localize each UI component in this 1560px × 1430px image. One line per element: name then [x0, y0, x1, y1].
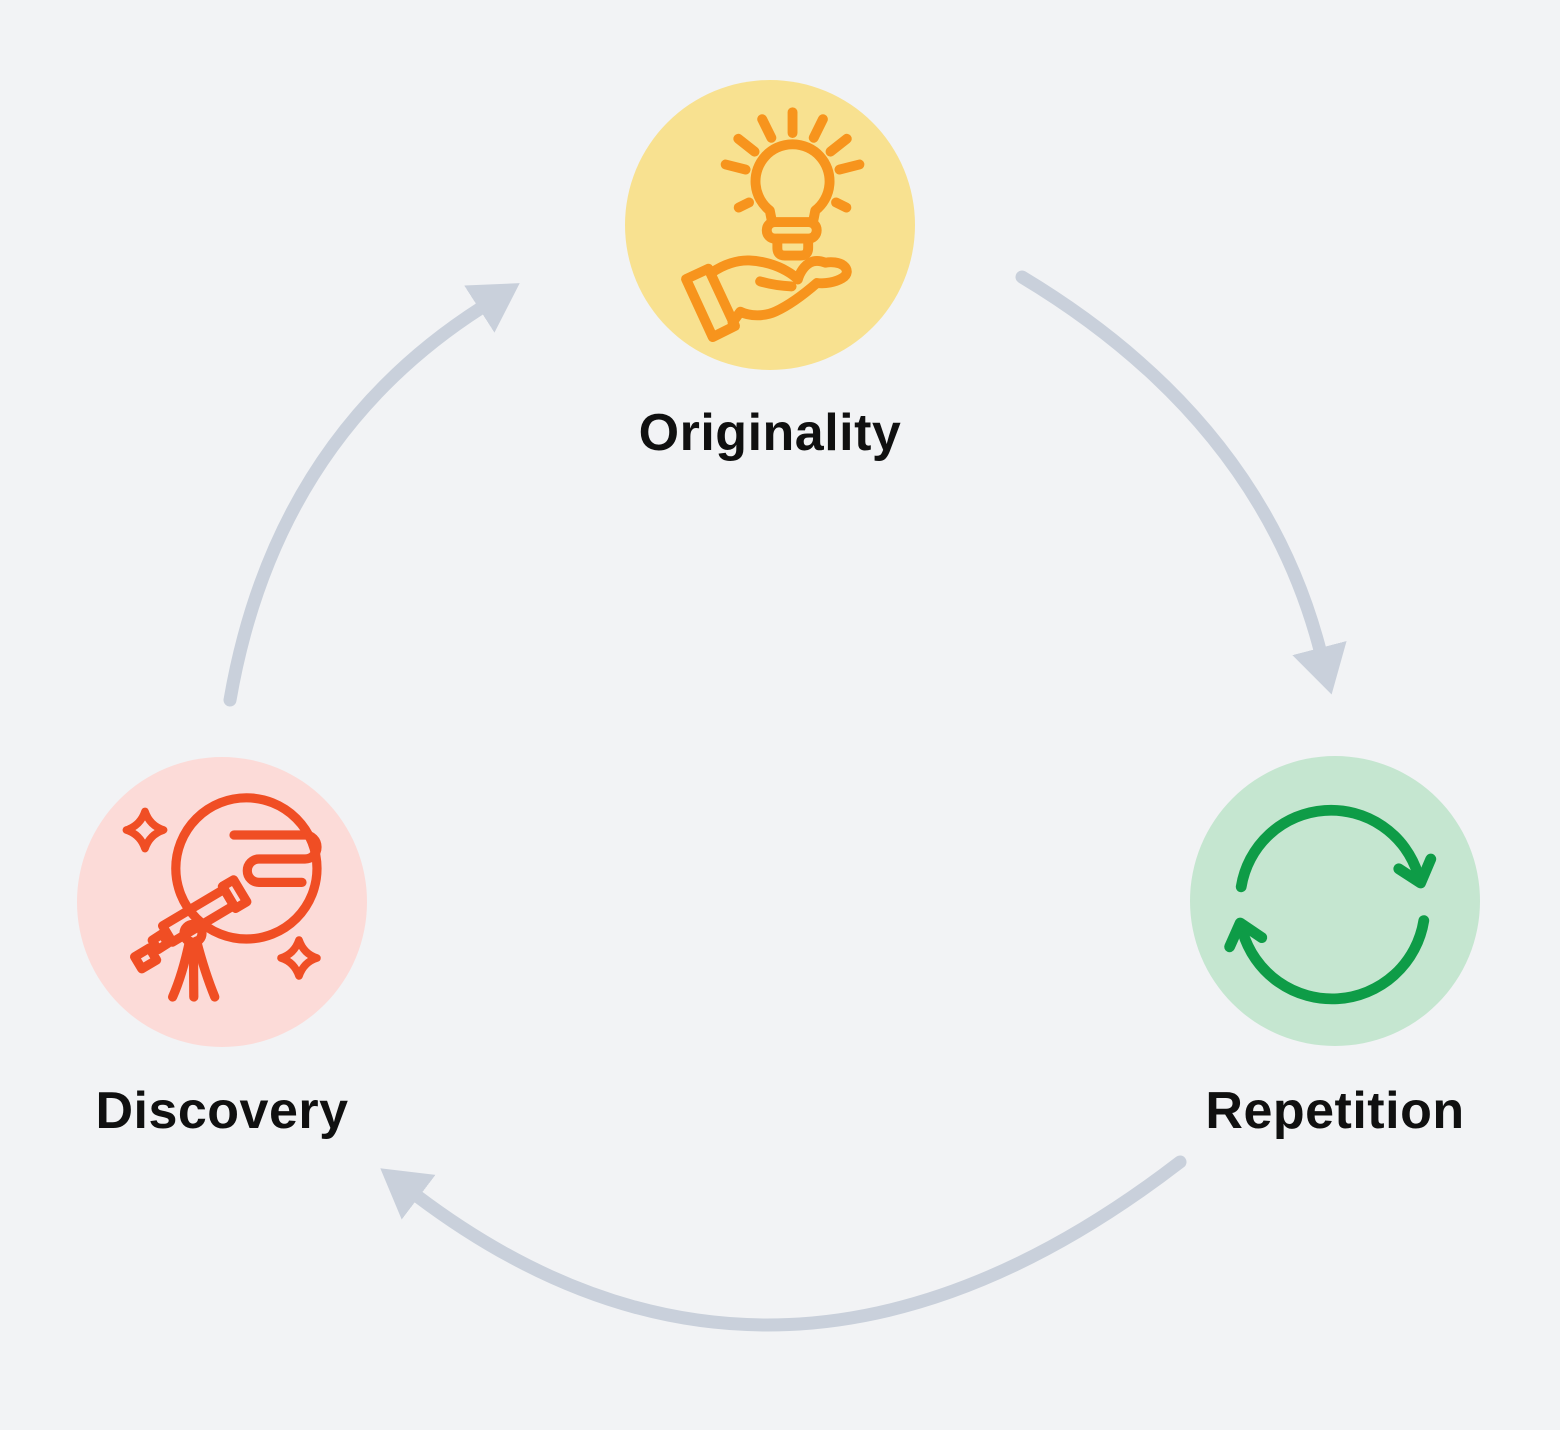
- repetition-circle: [1190, 756, 1480, 1046]
- arrow-repetition-to-discovery: [380, 1155, 1187, 1332]
- node-label-originality: Originality: [638, 404, 902, 462]
- arrow-discovery-to-originality: [223, 283, 520, 707]
- cycle-arrows-icon: [1224, 804, 1437, 1005]
- originality-circle: [625, 80, 915, 370]
- telescope-planet-icon: [122, 793, 322, 1002]
- node-originality: Originality: [625, 80, 915, 459]
- node-repetition: Repetition: [1190, 756, 1480, 1137]
- arrow-originality-to-repetition: [1015, 270, 1347, 695]
- lightbulb-in-hand-icon: [681, 107, 865, 342]
- node-discovery: Discovery: [77, 757, 367, 1137]
- node-label-discovery: Discovery: [95, 1082, 349, 1140]
- node-label-repetition: Repetition: [1205, 1082, 1465, 1140]
- discovery-circle: [77, 757, 367, 1047]
